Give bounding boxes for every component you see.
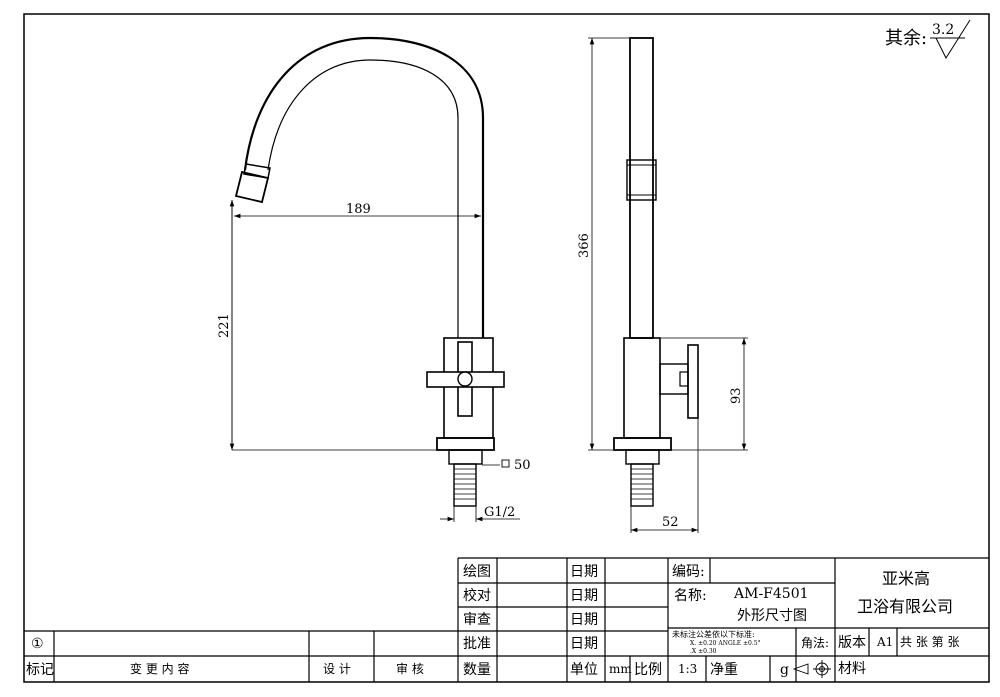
edition-label: 版本 bbox=[838, 635, 866, 651]
weight-unit: g bbox=[780, 662, 789, 678]
side-base-flange bbox=[613, 437, 672, 451]
spout-swivel-collar bbox=[626, 159, 657, 201]
roughness-value: 3.2 bbox=[932, 22, 954, 38]
revision-mark: ① bbox=[31, 636, 44, 652]
roughness-prefix: 其余: bbox=[885, 28, 927, 49]
side-handle-stem bbox=[659, 363, 689, 395]
code-label: 编码: bbox=[672, 564, 705, 580]
reviewed-date-label: 日期 bbox=[570, 612, 598, 628]
height-dimension-text: 221 bbox=[217, 313, 232, 338]
side-view bbox=[613, 37, 699, 507]
approved-by-label: 批准 bbox=[463, 636, 491, 652]
revision-design-label: 设 计 bbox=[323, 662, 351, 676]
company-name-line-1: 亚米高 bbox=[882, 569, 930, 588]
side-view-dimensions bbox=[588, 37, 748, 533]
side-handle-grip bbox=[687, 344, 699, 419]
material-label: 材料 bbox=[838, 661, 866, 677]
tolerance-note: 未标注公差依以下标准: bbox=[672, 629, 755, 639]
reach-dimension-text: 189 bbox=[346, 202, 371, 217]
reviewed-by-label: 审查 bbox=[463, 612, 491, 628]
quantity-label: 数量 bbox=[463, 662, 491, 678]
revision-mark-label: 标记 bbox=[26, 662, 54, 678]
net-weight-label: 净重 bbox=[710, 662, 738, 678]
gooseneck-spout-inner bbox=[267, 59, 459, 338]
square-symbol bbox=[501, 459, 510, 468]
side-threaded-shank bbox=[630, 463, 654, 507]
side-base-nut bbox=[625, 449, 660, 465]
edition-value: A1 bbox=[876, 635, 893, 649]
sheet-count-label: 共 张 第 张 bbox=[900, 635, 959, 649]
front-view-dimensions bbox=[229, 200, 520, 522]
body-height-dimension-text: 93 bbox=[729, 387, 744, 404]
total-height-dimension-text: 366 bbox=[577, 233, 592, 258]
unit-value: mm bbox=[609, 662, 632, 676]
handle-hub bbox=[457, 371, 473, 387]
base-flange bbox=[436, 437, 495, 451]
model-number: AM-F4501 bbox=[733, 586, 809, 602]
side-valve-body bbox=[623, 337, 661, 439]
vertical-spout-tube bbox=[629, 37, 654, 339]
company-name-line-2: 卫浴有限公司 bbox=[857, 597, 953, 616]
roughness-check-mark bbox=[930, 19, 971, 60]
revision-audit-label: 审 核 bbox=[396, 661, 424, 676]
unit-label: 单位 bbox=[570, 662, 598, 678]
threaded-shank bbox=[453, 463, 477, 507]
tolerance-line-1: X. ±0.20 ANGLE ±0.5° bbox=[690, 640, 761, 647]
surface-roughness-symbol: 其余: 3.2 bbox=[885, 19, 971, 60]
drawing-title: 外形尺寸图 bbox=[737, 608, 807, 624]
side-handle-cap bbox=[679, 371, 689, 387]
checked-date-label: 日期 bbox=[570, 588, 598, 604]
drawing-frame bbox=[23, 13, 990, 683]
thread-hatching bbox=[454, 468, 476, 500]
revision-change-label: 变 更 内 容 bbox=[130, 661, 189, 676]
drawn-date-label: 日期 bbox=[570, 564, 598, 580]
front-view bbox=[234, 36, 505, 507]
title-block-grid bbox=[24, 557, 989, 682]
drawn-by-label: 绘图 bbox=[463, 564, 491, 580]
base-nut bbox=[448, 449, 483, 465]
projection-symbol bbox=[792, 660, 831, 678]
base-square-dimension-text: 50 bbox=[514, 458, 531, 473]
scale-value: 1:3 bbox=[678, 662, 697, 676]
thread-dimension-text: G1/2 bbox=[484, 505, 515, 520]
approved-date-label: 日期 bbox=[570, 636, 598, 652]
projection-method-label: 角法: bbox=[801, 636, 829, 650]
checked-by-label: 校对 bbox=[463, 587, 491, 604]
name-label: 名称: bbox=[674, 588, 707, 604]
aerator-nozzle bbox=[234, 170, 270, 204]
tolerance-line-2: .X ±0.30 bbox=[690, 648, 717, 655]
scale-label: 比例 bbox=[634, 662, 662, 678]
depth-dimension-text: 52 bbox=[662, 515, 679, 530]
side-thread-hatching bbox=[631, 468, 653, 500]
gooseneck-spout-outer bbox=[243, 36, 485, 338]
